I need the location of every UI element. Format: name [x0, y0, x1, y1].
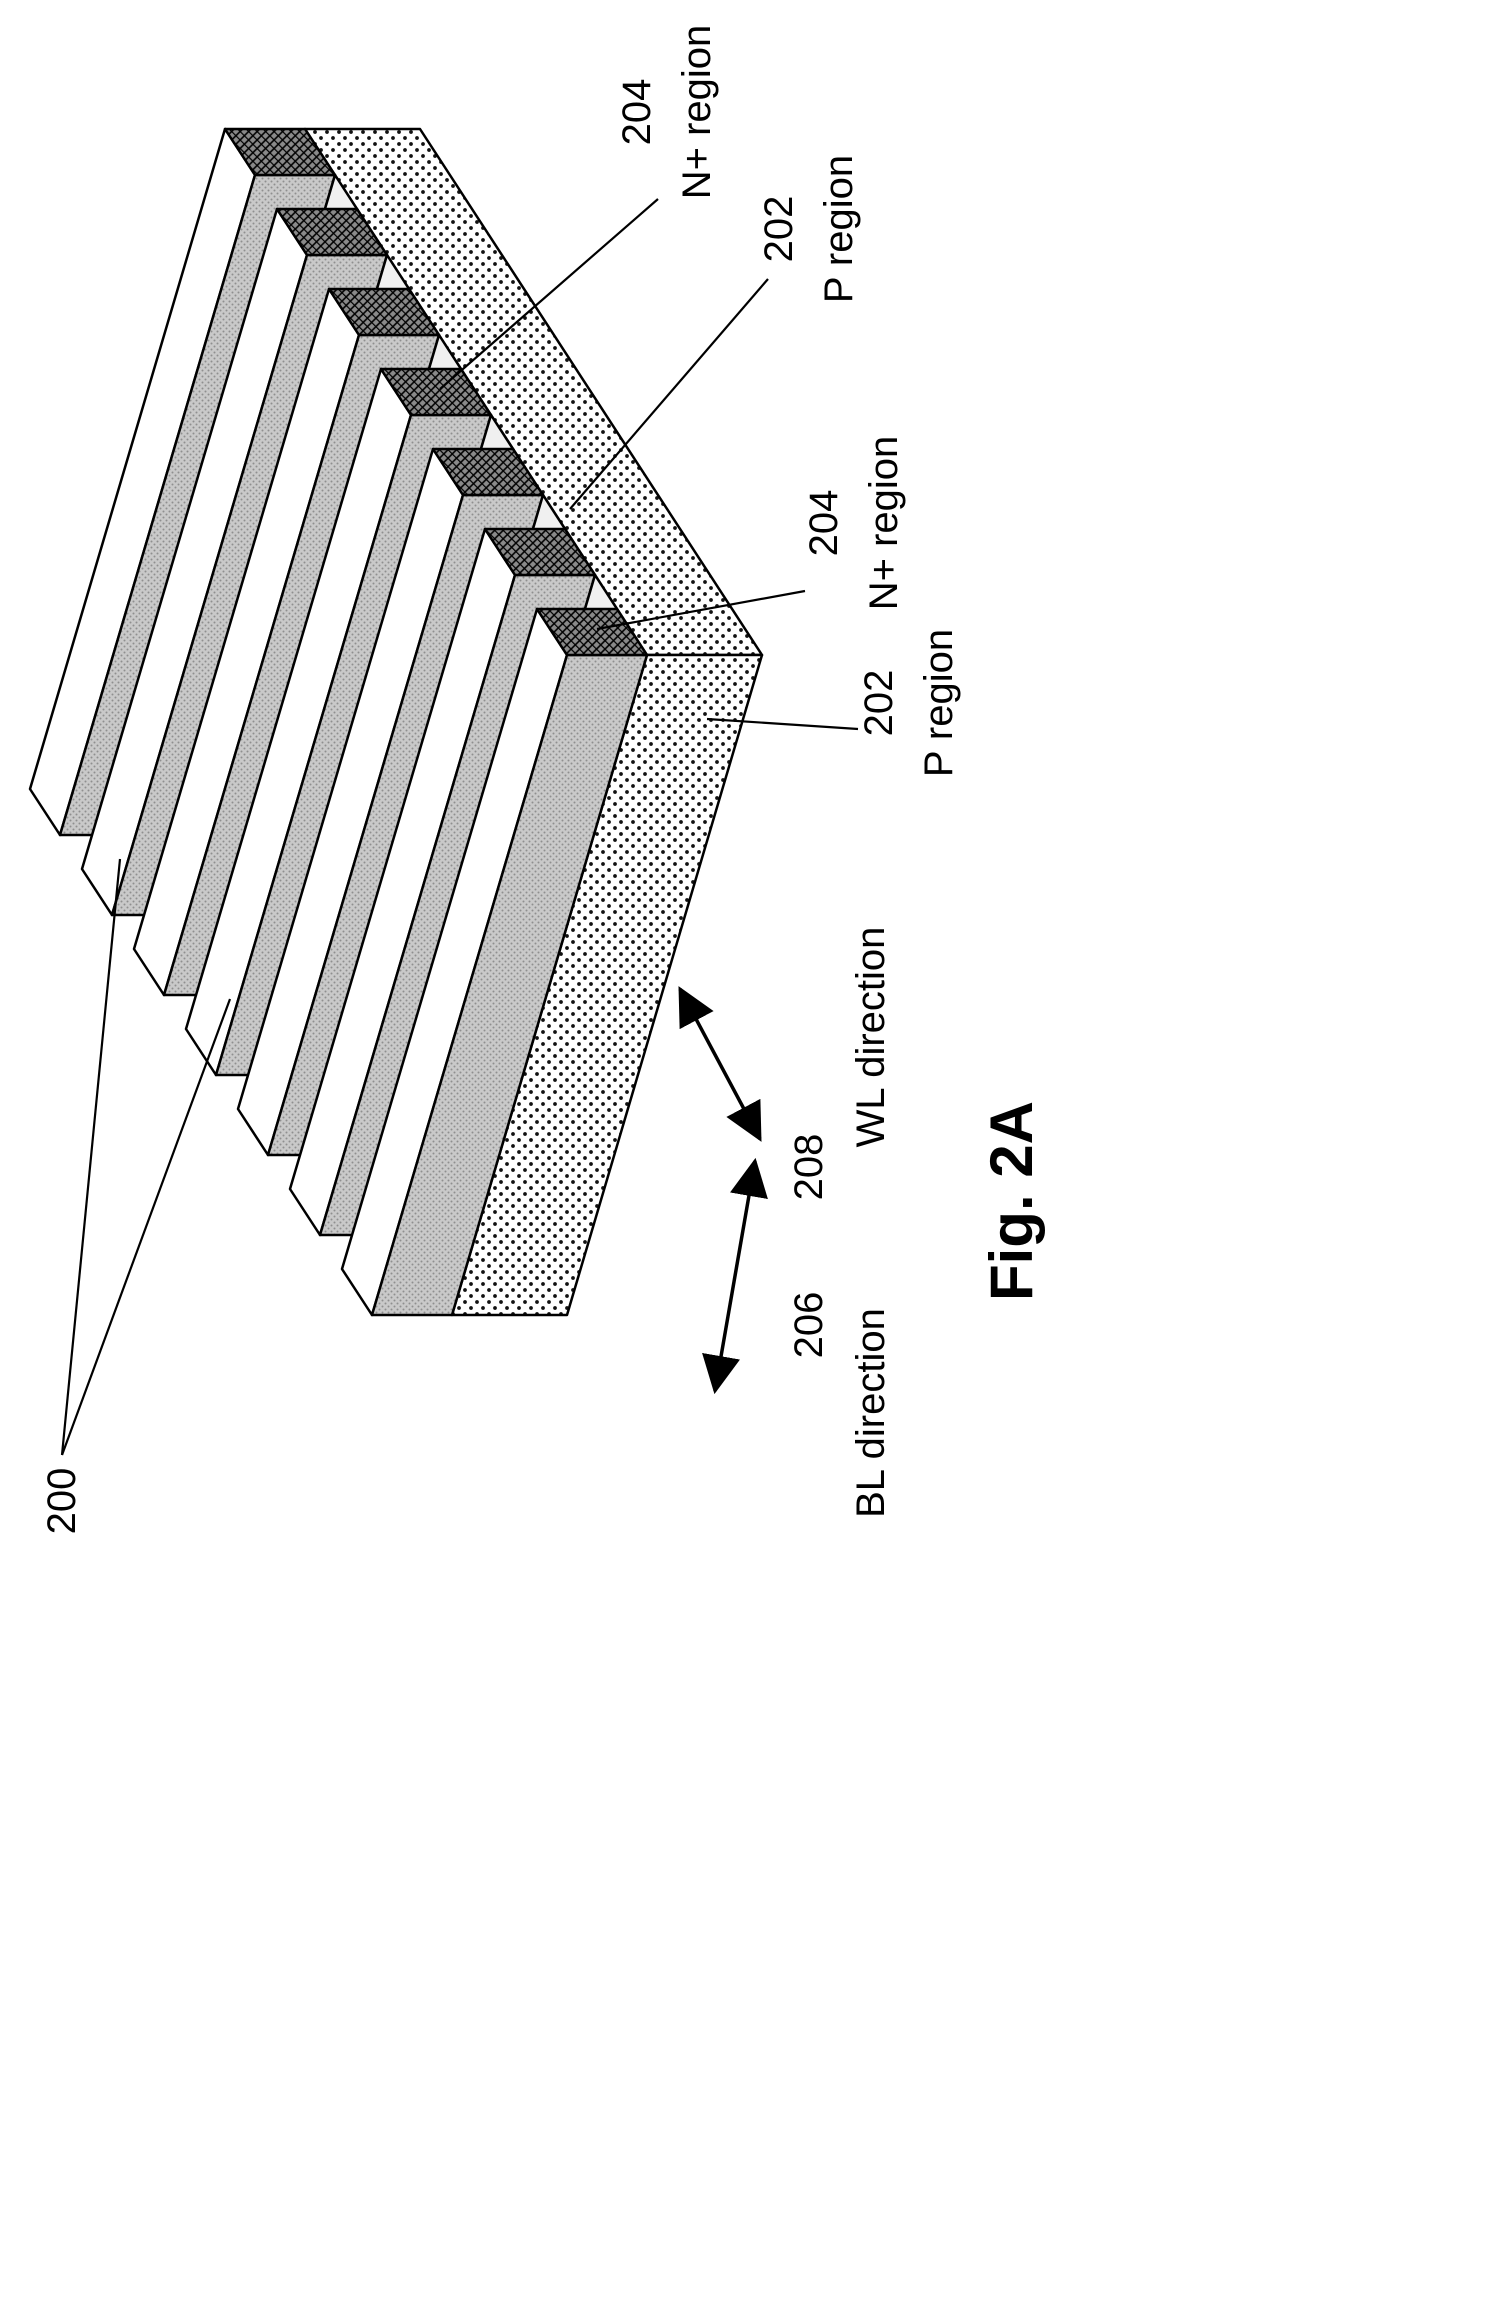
leader-line-200-b	[60, 998, 232, 1456]
bl-number-label: 206	[787, 1292, 831, 1359]
reference-200-label: 200	[40, 1468, 84, 1535]
region-label-4-name: P region	[917, 629, 961, 777]
region-label-3-number: 204	[802, 490, 846, 557]
region-label-3-name: N+ region	[862, 436, 906, 611]
fin-array	[28, 127, 649, 1317]
leader-line-204-a	[439, 198, 659, 390]
leader-line-204-b	[596, 589, 806, 631]
figure-caption: Fig. 2A	[978, 1101, 1045, 1301]
region-label-3: 204 N+ region	[596, 436, 906, 631]
region-label-1: 204 N+ region	[439, 25, 719, 390]
bl-direction-arrow	[702, 1157, 768, 1395]
region-label-1-number: 204	[615, 79, 659, 146]
leader-line-202-b	[706, 717, 859, 731]
fin-strip	[340, 607, 649, 1317]
region-label-4: 202 P region	[706, 629, 961, 777]
fin-end-face-nplus	[535, 607, 649, 657]
region-label-2-number: 202	[757, 196, 801, 263]
leader-line-200-a	[60, 858, 122, 1456]
leader-line-202-a	[569, 278, 769, 510]
reference-200: 200	[40, 858, 232, 1535]
bl-direction-label: BL direction	[849, 1308, 893, 1518]
direction-axes: 206 BL direction 208 WL direction	[678, 927, 893, 1518]
wl-direction-arrow	[678, 986, 762, 1142]
wl-direction-label: WL direction	[849, 927, 893, 1148]
region-label-4-number: 202	[857, 670, 901, 737]
region-label-2-name: P region	[817, 155, 861, 303]
region-label-2: 202 P region	[569, 155, 861, 510]
wl-number-label: 208	[787, 1134, 831, 1201]
region-label-1-name: N+ region	[675, 25, 719, 200]
